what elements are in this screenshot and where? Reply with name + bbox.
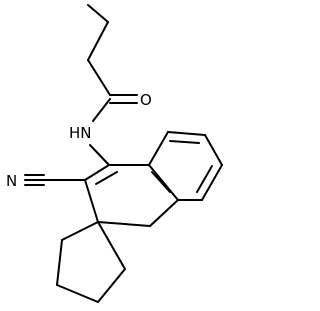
bond-cp-3 [97, 268, 126, 303]
bond-chain-c4-c3 [87, 4, 109, 23]
bond-chain-c2-c1 [87, 59, 111, 96]
nitrile-nitrogen-label: N [6, 172, 17, 190]
bond-spiro-b [97, 221, 126, 270]
bond-amide-c-n [92, 98, 111, 122]
bond-c8a-c4a [148, 164, 179, 201]
bond-c1-c8a [149, 199, 179, 227]
bond-n-c4 [89, 144, 110, 166]
bond-c6-c7 [204, 134, 223, 166]
bond-c5-c6 [167, 131, 206, 136]
bond-c4a-c5 [148, 131, 169, 166]
oxygen-label: O [140, 91, 152, 109]
bond-spiro-a [61, 221, 99, 241]
bond-c4-c3-inner [95, 171, 118, 185]
bond-c2-c1 [97, 221, 151, 227]
bond-c8a-c4a-inner [151, 171, 171, 193]
amide-nitrogen-label: HN [69, 124, 92, 142]
bond-c6-c6-inner [169, 140, 200, 144]
bond-c7-c8 [201, 164, 223, 201]
bond-c3-c2 [84, 179, 99, 223]
bond-c4-c3-outer [84, 164, 110, 181]
molecule-diagram: O HN N [6, 4, 223, 303]
bond-cp-1 [56, 239, 63, 286]
bond-c7-c8-inner [196, 165, 213, 193]
bond-chain-c3-c2 [87, 21, 109, 61]
bond-cp-2 [56, 284, 99, 303]
